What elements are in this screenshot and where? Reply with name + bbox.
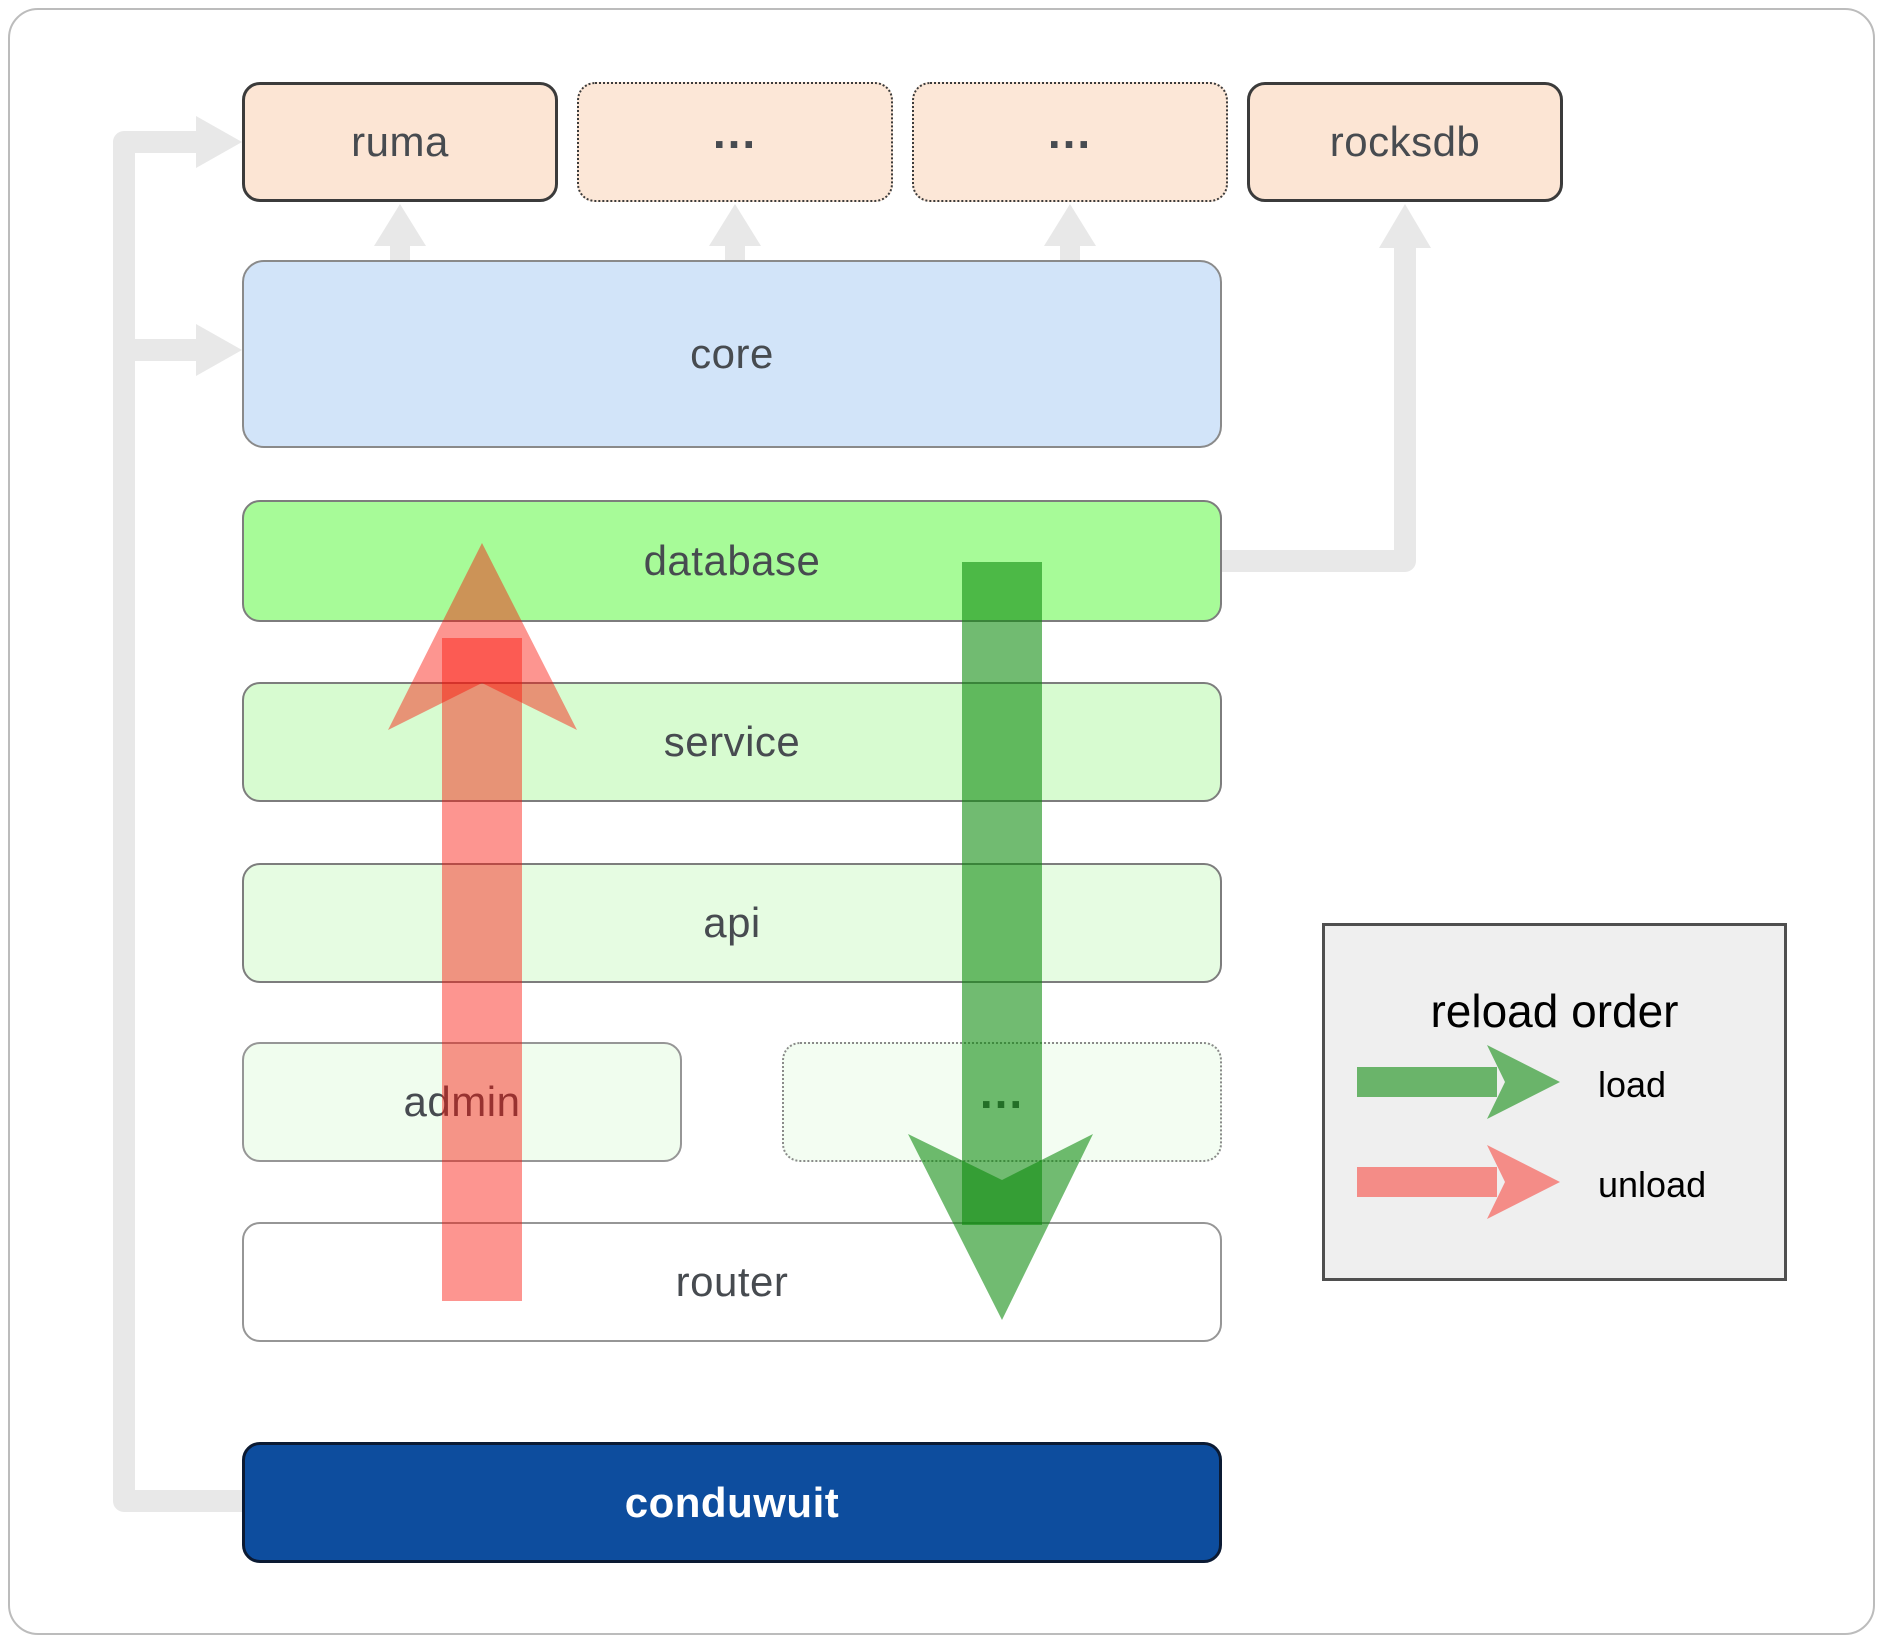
legend-unload-label: unload (1598, 1164, 1707, 1205)
legend-title: reload order (1430, 985, 1679, 1037)
outer-frame (8, 8, 1875, 1635)
legend-box: reload order load unload (1322, 923, 1787, 1281)
legend-load-label: load (1598, 1064, 1667, 1105)
